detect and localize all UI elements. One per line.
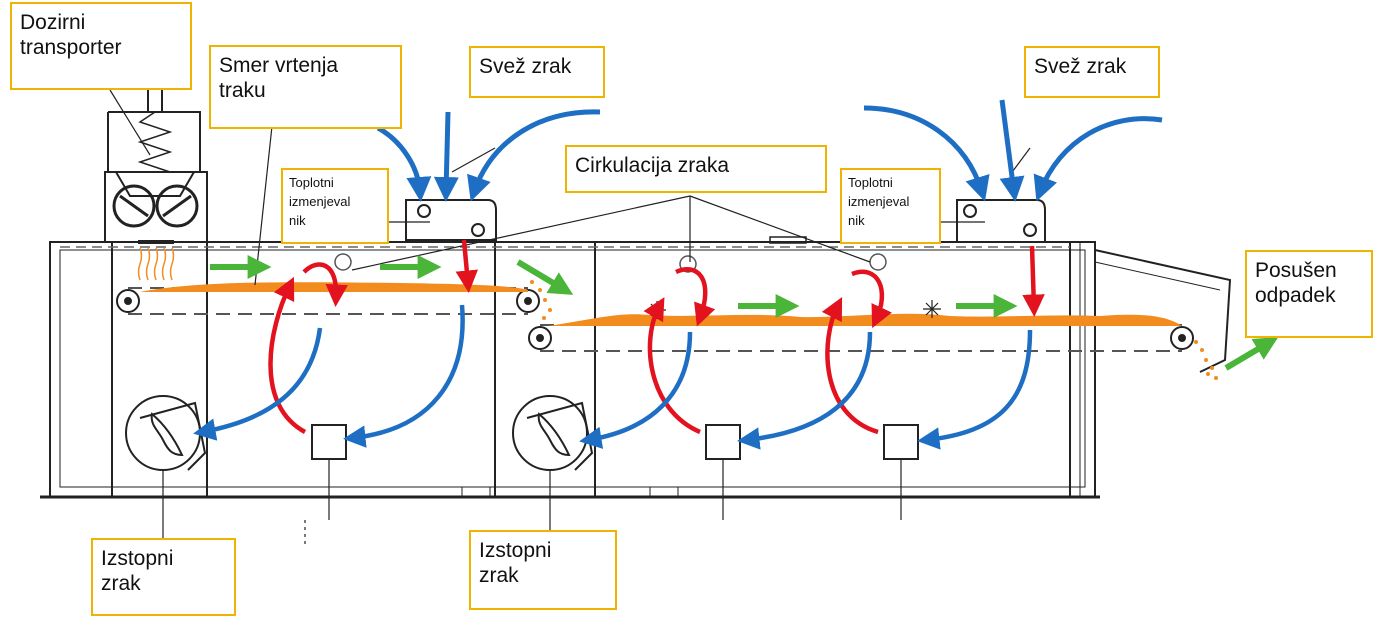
belt-flow-arrows — [210, 255, 1279, 371]
heat-exchanger-unit — [405, 199, 1046, 243]
label-heat-exchanger-left: Toplotni izmenjeval nik — [281, 168, 389, 244]
label-belt-direction: Smer vrtenja traku — [209, 45, 402, 129]
label-heat-exchanger-right: Toplotni izmenjeval nik — [840, 168, 941, 244]
fan-icon — [125, 395, 594, 471]
label-air-circulation: Cirkulacija zraka — [565, 145, 827, 193]
label-dried-waste: Posušen odpadek — [1245, 250, 1373, 338]
dosing-hopper — [104, 85, 208, 244]
return-air-arrows — [193, 304, 1033, 450]
roller-icon — [116, 289, 1194, 350]
label-exhaust-air-left: Izstopni zrak — [91, 538, 236, 616]
falling-material — [137, 247, 175, 281]
damper-box — [311, 424, 919, 460]
label-exhaust-air-right: Izstopni zrak — [469, 530, 617, 610]
dryer-housing — [40, 241, 1232, 499]
material-layer — [140, 280, 1218, 380]
label-fresh-air-left: Svež zrak — [469, 46, 605, 98]
label-dosing-conveyor: Dozirni transporter — [10, 2, 192, 90]
gear-icon — [112, 184, 199, 228]
label-fresh-air-right: Svež zrak — [1024, 46, 1160, 98]
fresh-air-arrows — [376, 99, 1163, 202]
hot-air-arrows — [268, 239, 1045, 435]
belt-lower — [540, 324, 1182, 352]
